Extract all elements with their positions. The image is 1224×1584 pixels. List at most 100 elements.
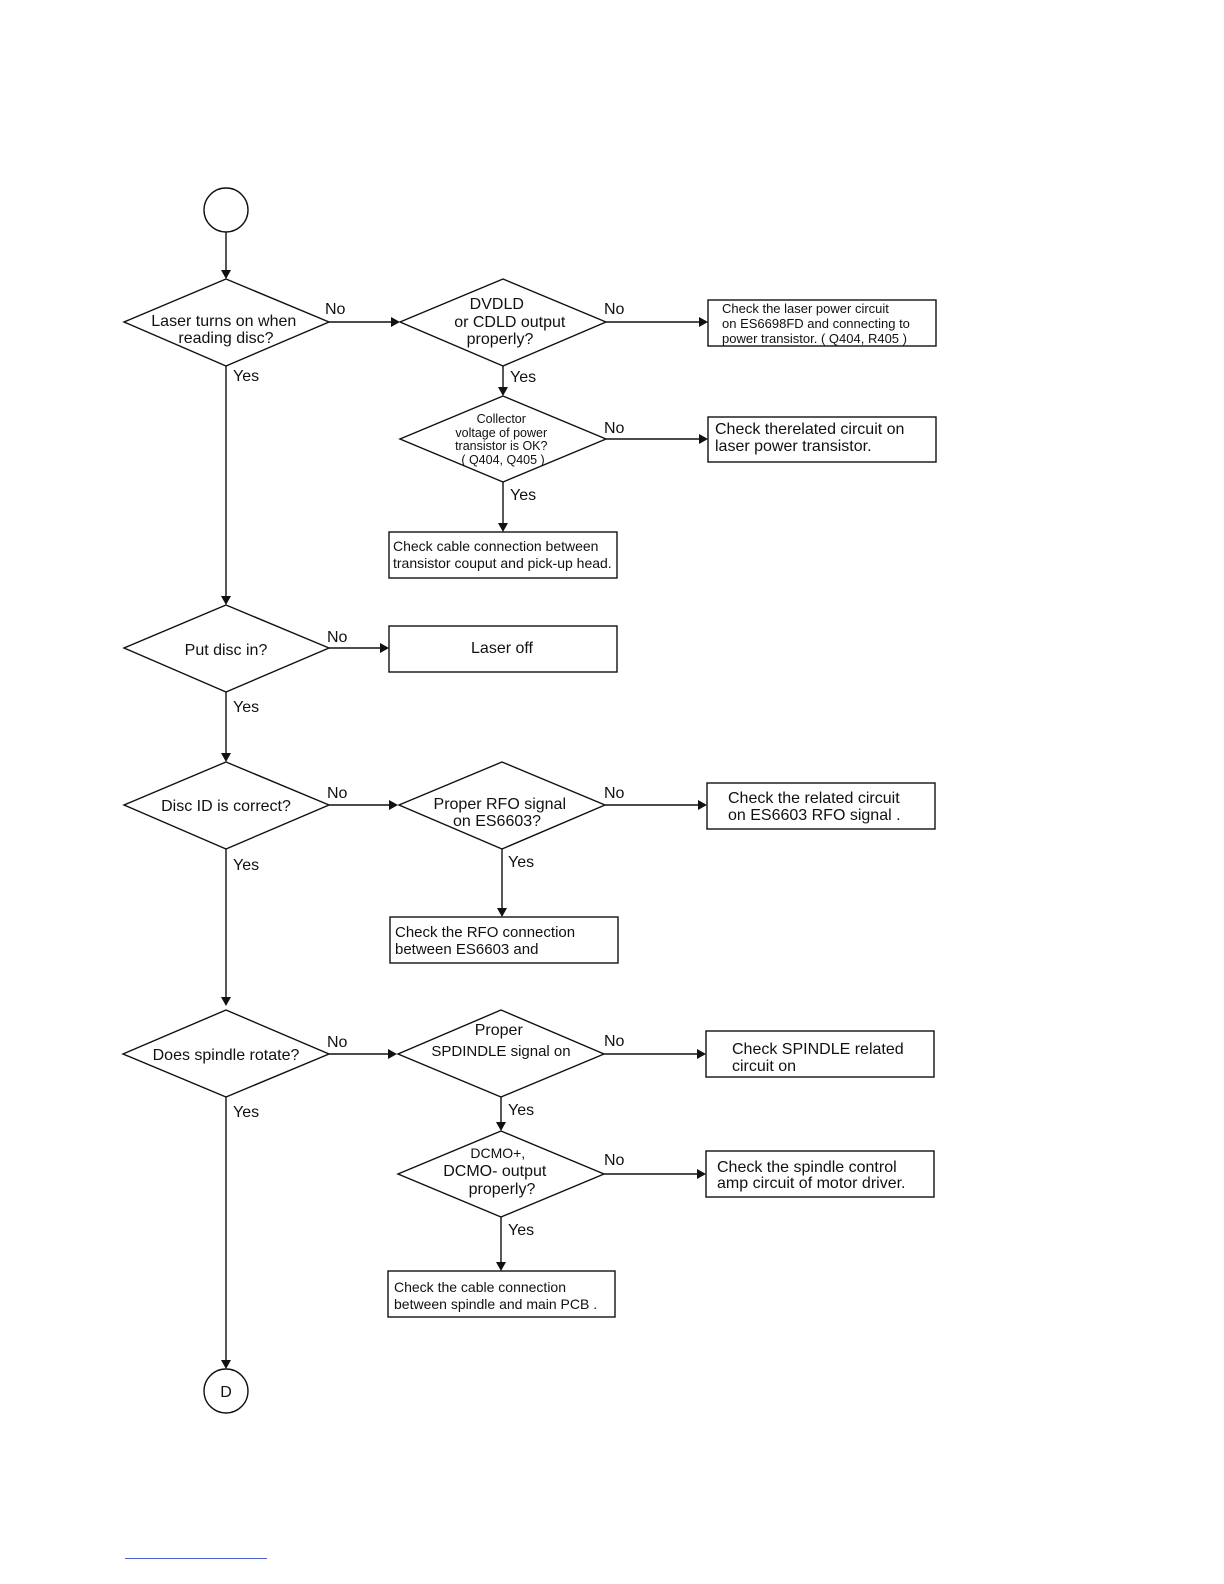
decision-line: DCMO+,: [470, 1145, 525, 1161]
label-no: No: [327, 785, 348, 802]
footer-rule: [125, 1558, 267, 1559]
decision-text: Proper RFO signal on ES6603?: [434, 796, 571, 830]
action-line: on ES6603 RFO signal .: [728, 807, 901, 824]
decision-rfo-signal: Proper RFO signal on ES6603?: [397, 761, 607, 850]
action-line: Laser off: [471, 640, 534, 657]
label-yes: Yes: [508, 1102, 534, 1119]
decision-line: Does spindle rotate?: [153, 1047, 300, 1064]
action-text: Laser off: [471, 640, 534, 657]
decision-diamond: [122, 761, 331, 850]
action-text: Check the spindle control amp circuit of…: [717, 1159, 906, 1192]
action-box: [388, 625, 618, 673]
action-line: transistor couput and pick-up head.: [393, 555, 612, 571]
label-yes: Yes: [508, 854, 534, 871]
decision-line: transistor is OK?: [455, 439, 547, 453]
decision-line: properly?: [469, 1181, 536, 1198]
action-box: [387, 1270, 616, 1318]
box-rfo-connection: Check the RFO connection between ES6603 …: [389, 916, 619, 964]
decision-spindle-rotate: Does spindle rotate?: [121, 1009, 331, 1098]
label-no: No: [604, 420, 625, 437]
arrowhead: [496, 1262, 506, 1271]
decision-line: Collector: [477, 412, 526, 426]
action-box: [705, 1030, 935, 1078]
action-line: on ES6698FD and connecting to: [722, 316, 910, 331]
decision-line: Proper RFO signal: [434, 796, 567, 813]
action-line: between ES6603 and: [395, 941, 538, 958]
label-no: No: [604, 1152, 625, 1169]
decision-collector-voltage: Collector voltage of power transistor is…: [398, 395, 608, 483]
action-line: Check the RFO connection: [395, 924, 575, 941]
label-yes: Yes: [508, 1222, 534, 1239]
action-box: [707, 299, 937, 347]
action-line: Check therelated circuit on: [715, 421, 904, 438]
label-no: No: [327, 629, 348, 646]
decision-text: Disc ID is correct?: [161, 798, 291, 815]
decision-line: properly?: [467, 331, 534, 348]
decision-text: DVDLD or CDLD output properly?: [454, 296, 570, 348]
decision-laser-on: Laser turns on when reading disc?: [122, 278, 331, 367]
decision-diamond: [396, 1009, 606, 1098]
decision-line: DCMO- output: [443, 1163, 547, 1180]
arrowhead: [496, 1122, 506, 1131]
action-line: Check the spindle control: [717, 1159, 897, 1176]
action-line: Check the related circuit: [728, 790, 900, 807]
action-line: amp circuit of motor driver.: [717, 1175, 906, 1192]
decision-line: SPDINDLE signal on: [431, 1043, 570, 1060]
decision-line: voltage of power: [455, 426, 547, 440]
box-spindle-related: Check SPINDLE related circuit on: [705, 1030, 935, 1078]
decision-text: Put disc in?: [185, 642, 268, 659]
decision-text: Laser turns on when reading disc?: [151, 313, 300, 347]
decision-disc-id: Disc ID is correct?: [122, 761, 331, 850]
decision-text: Collector voltage of power transistor is…: [455, 412, 551, 467]
action-line: laser power transistor.: [715, 438, 872, 455]
end-connector: D: [203, 1368, 249, 1414]
arrowhead: [498, 523, 508, 532]
arrowhead: [391, 317, 400, 327]
action-box: [707, 416, 937, 463]
label-yes: Yes: [510, 369, 536, 386]
box-laser-power-circuit: Check the laser power circuit on ES6698F…: [707, 299, 937, 347]
action-line: circuit on: [732, 1058, 796, 1075]
decision-line: Proper: [475, 1022, 524, 1039]
arrowhead: [221, 997, 231, 1006]
decision-line: Disc ID is correct?: [161, 798, 291, 815]
action-line: power transistor. ( Q404, R405 ): [722, 331, 907, 346]
decision-diamond: [121, 1009, 331, 1098]
arrowhead: [697, 1169, 706, 1179]
decision-diamond: [122, 278, 331, 367]
arrowhead: [498, 387, 508, 396]
action-line: between spindle and main PCB .: [394, 1296, 597, 1312]
arrowhead: [221, 270, 231, 279]
action-text: Check cable connection between transisto…: [393, 538, 612, 571]
label-no: No: [327, 1034, 348, 1051]
start-connector-circle: [203, 187, 249, 233]
box-cable-spindle: Check the cable connection between spind…: [387, 1270, 616, 1318]
box-spindle-control: Check the spindle control amp circuit of…: [705, 1150, 935, 1198]
action-box: [705, 1150, 935, 1198]
action-text: Check the RFO connection between ES6603 …: [395, 924, 579, 958]
decision-text: Does spindle rotate?: [153, 1047, 300, 1064]
action-text: Check the related circuit on ES6603 RFO …: [728, 790, 904, 824]
arrowhead: [221, 1360, 231, 1369]
arrowhead: [698, 800, 707, 810]
arrowhead: [388, 1049, 397, 1059]
action-text: Check the cable connection between spind…: [394, 1279, 597, 1312]
action-text: Check the laser power circuit on ES6698F…: [722, 301, 914, 346]
end-connector-label: D: [220, 1384, 232, 1401]
decision-diamond: [396, 1130, 606, 1218]
arrowhead: [699, 317, 708, 327]
decision-line: on ES6603?: [453, 813, 541, 830]
box-related-power-transistor: Check therelated circuit on laser power …: [707, 416, 937, 463]
action-line: Check SPINDLE related: [732, 1041, 904, 1058]
decision-ld-output: DVDLD or CDLD output properly?: [398, 278, 608, 367]
decision-spdindle-signal: Proper SPDINDLE signal on: [396, 1009, 606, 1098]
arrowhead: [699, 434, 708, 444]
decision-line: ( Q404, Q405 ): [461, 453, 544, 467]
label-no: No: [604, 785, 625, 802]
label-yes: Yes: [233, 368, 259, 385]
action-line: Check the cable connection: [394, 1279, 566, 1295]
box-rfo-related: Check the related circuit on ES6603 RFO …: [706, 782, 936, 830]
edge-labels: No No Yes Yes No Yes No Yes No No Yes Ye…: [233, 301, 625, 1239]
label-yes: Yes: [233, 857, 259, 874]
